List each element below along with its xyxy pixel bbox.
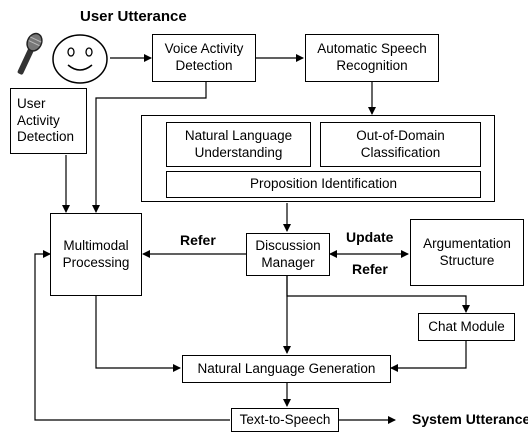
user-utterance-label: User Utterance [80, 8, 187, 25]
discussion-manager-box: Discussion Manager [246, 233, 330, 276]
natural-language-generation-box: Natural Language Generation [182, 355, 391, 383]
proposition-identification-box: Proposition Identification [166, 171, 481, 198]
refer-label-left: Refer [180, 232, 216, 248]
update-label: Update [346, 229, 394, 245]
chat-module-box: Chat Module [418, 313, 515, 341]
microphone-icon [17, 32, 43, 75]
automatic-speech-recognition-box: Automatic Speech Recognition [305, 34, 439, 82]
text-to-speech-box: Text-to-Speech [231, 408, 339, 432]
smiley-face-icon [52, 34, 108, 84]
arrow-multimodal-to-nlg [95, 296, 181, 372]
arrow-chat-to-nlg [390, 341, 467, 372]
argumentation-structure-box: Argumentation Structure [410, 219, 524, 286]
ood-classification-box: Out-of-Domain Classification [320, 122, 481, 167]
voice-activity-detection-box: Voice Activity Detection [152, 34, 256, 82]
arrow-vad-to-multimodal [92, 82, 207, 213]
arrow-tts-feedback [34, 250, 230, 421]
refer-label-right: Refer [352, 261, 388, 277]
user-activity-detection-box: User Activity Detection [10, 88, 87, 154]
system-utterance-label: System Utterance [412, 411, 528, 427]
multimodal-processing-box: Multimodal Processing [50, 213, 142, 296]
nlu-box: Natural Language Understanding [166, 122, 311, 167]
